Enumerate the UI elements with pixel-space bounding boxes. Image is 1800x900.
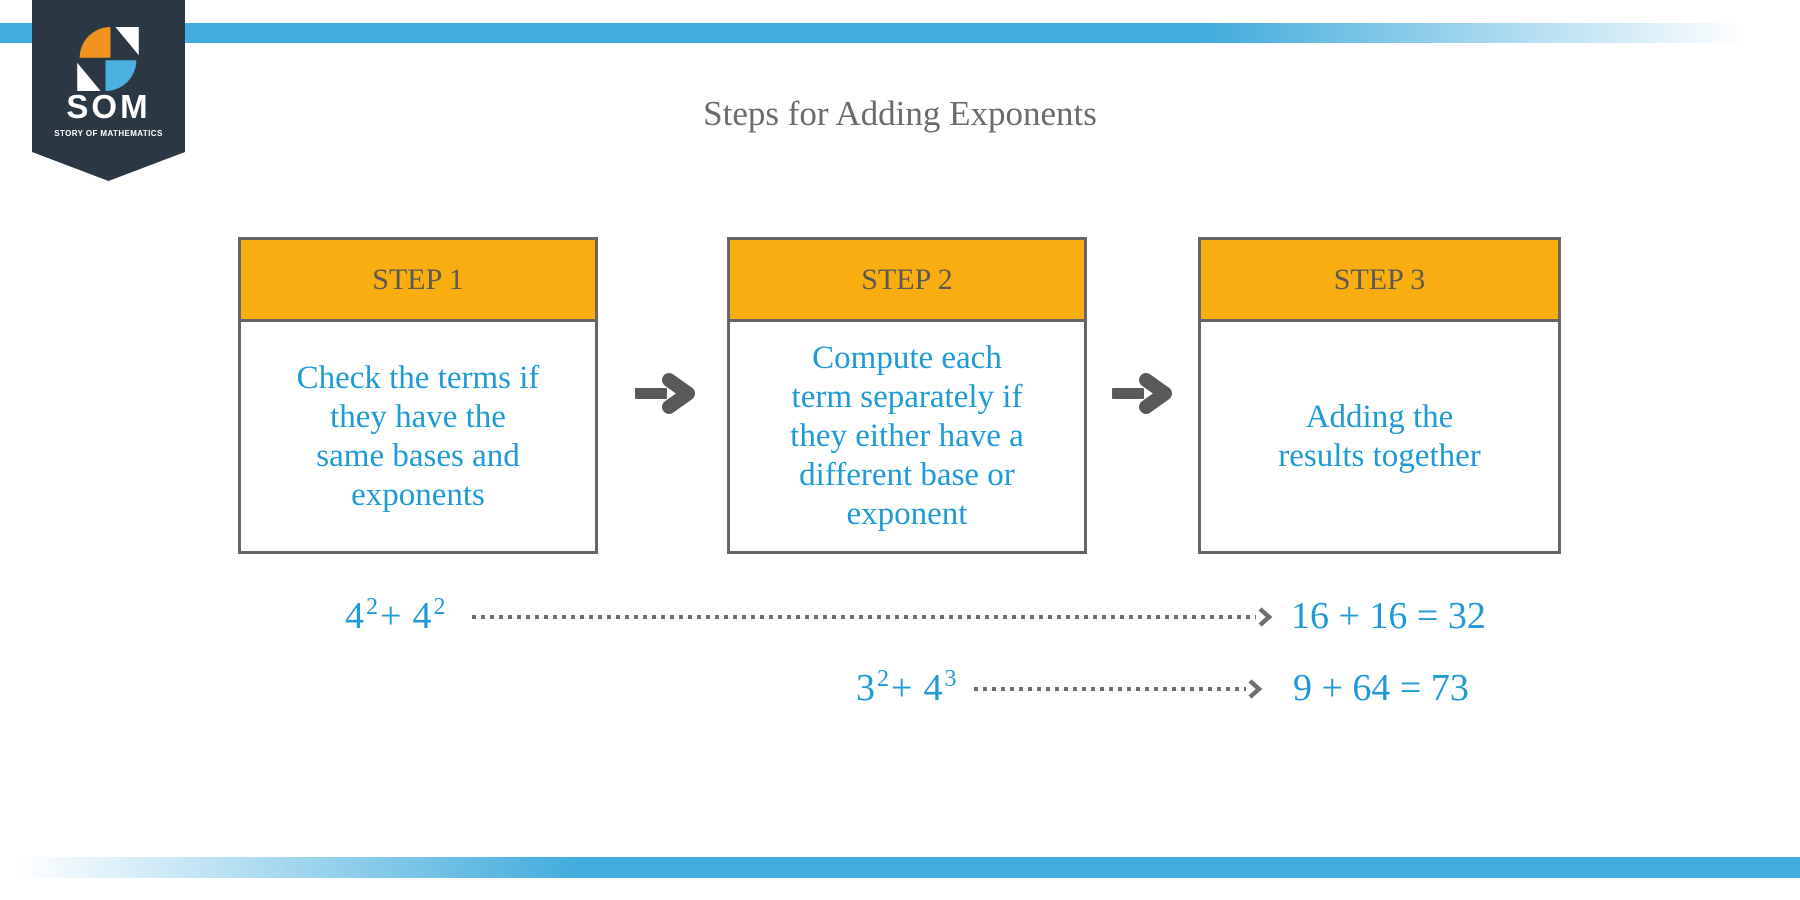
- term-base: 4: [412, 595, 432, 637]
- plus-operator: +: [891, 667, 913, 709]
- logo-text: SOM: [66, 88, 151, 125]
- step-1-header: STEP 1: [241, 240, 595, 322]
- example-2-result: 9 + 64 = 73: [1293, 667, 1469, 709]
- flow-arrow-icon: [1112, 373, 1172, 414]
- step-2-text: Compute each term separately if they eit…: [790, 340, 1024, 532]
- page-title: Steps for Adding Exponents: [703, 94, 1097, 133]
- logo-tagline: STORY OF MATHEMATICS: [54, 129, 163, 138]
- flow-arrow-icon: [635, 373, 695, 414]
- dotted-connector-line: [472, 615, 1256, 619]
- bottom-accent-bar: [0, 857, 1800, 878]
- example-1-result: 16 + 16 = 32: [1291, 595, 1486, 637]
- term-base: 3: [856, 667, 875, 709]
- dotted-connector-line: [974, 687, 1246, 691]
- term-exponent: 2: [366, 594, 378, 620]
- term-exponent: 3: [944, 666, 957, 692]
- som-logo-badge: SOM STORY OF MATHEMATICS: [32, 0, 185, 181]
- step-2-header: STEP 2: [730, 240, 1084, 322]
- term-exponent: 2: [433, 594, 446, 620]
- step-1-box: STEP 1 Check the terms if they have the …: [238, 237, 598, 554]
- term-base: 4: [345, 595, 364, 637]
- step-2-box: STEP 2 Compute each term separately if t…: [727, 237, 1087, 554]
- step-3-box: STEP 3 Adding the results together: [1198, 237, 1561, 554]
- top-accent-bar: [0, 23, 1800, 43]
- step-3-text: Adding the results together: [1278, 398, 1481, 474]
- term-exponent: 2: [877, 666, 889, 692]
- step-3-header: STEP 3: [1201, 240, 1558, 322]
- plus-operator: +: [380, 595, 402, 637]
- term-base: 4: [923, 667, 943, 709]
- step-1-text: Check the terms if they have the same ba…: [296, 359, 540, 513]
- dotted-arrowhead-icon: [1258, 607, 1273, 627]
- example-2-expression: 32+43: [856, 665, 956, 711]
- som-pinwheel-icon: [77, 27, 139, 91]
- example-1-expression: 42+42: [345, 593, 445, 639]
- dotted-arrowhead-icon: [1248, 679, 1263, 699]
